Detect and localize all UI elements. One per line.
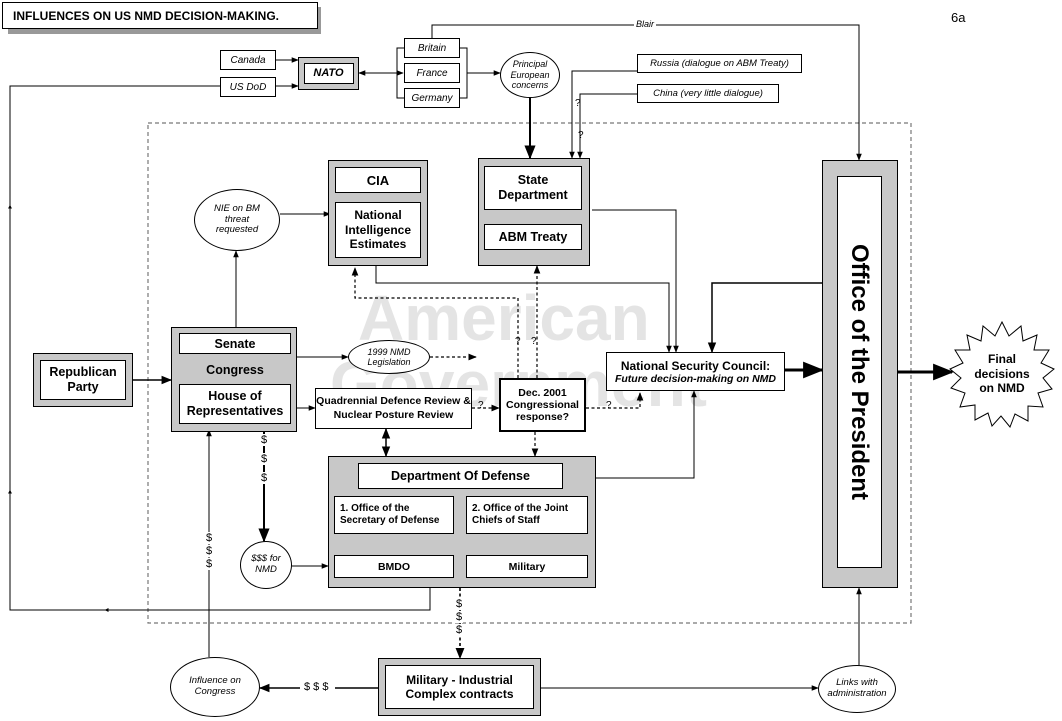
- office-president-label: Office of the President: [846, 243, 874, 501]
- principal-european-ellipse: Principal European concerns: [500, 52, 560, 98]
- house-box: House of Representatives: [179, 384, 291, 424]
- dollar-label-horizontal: $ $ $: [302, 681, 331, 693]
- military-box: Military: [466, 555, 588, 578]
- nato-box: NATO: [303, 63, 354, 84]
- question-mark-qdr: ?: [478, 400, 484, 411]
- final-decisions-starburst: [949, 320, 1055, 428]
- sss-for-nmd-ellipse: $$$ for NMD: [240, 541, 292, 589]
- question-mark-state: ?: [531, 336, 537, 347]
- dollar-label-6: $: [205, 558, 214, 570]
- question-mark-nie: ?: [515, 336, 521, 347]
- dec-2001-box: Dec. 2001 Congressional response?: [499, 378, 586, 432]
- dollar-label-7: $: [455, 598, 464, 610]
- republican-party-box: Republican Party: [40, 360, 126, 400]
- osd-box: 1. Office of the Secretary of Defense: [334, 496, 454, 534]
- influence-congress-ellipse: Influence on Congress: [170, 657, 260, 717]
- state-department-box: State Department: [484, 166, 582, 210]
- france-box: France: [404, 63, 460, 83]
- britain-box: Britain: [404, 38, 460, 58]
- senate-box: Senate: [179, 333, 291, 354]
- office-president-box: Office of the President: [837, 176, 882, 568]
- germany-box: Germany: [404, 88, 460, 108]
- dollar-label-3: $: [260, 472, 269, 484]
- abm-treaty-box: ABM Treaty: [484, 224, 582, 250]
- dod-box: Department Of Defense: [358, 463, 563, 489]
- congress-label: Congress: [206, 363, 264, 377]
- dollar-label-5: $: [205, 545, 214, 557]
- jcs-box: 2. Office of the Joint Chiefs of Staff: [466, 496, 588, 534]
- nsc-box: National Security Council: Future decisi…: [606, 352, 785, 391]
- dollar-label-4: $: [205, 532, 214, 544]
- nsc-subtitle: Future decision-making on NMD: [614, 372, 776, 385]
- dollar-label-2: $: [260, 453, 269, 465]
- watermark-line-1: American: [358, 282, 650, 354]
- blair-label: Blair: [634, 19, 657, 29]
- qdr-box: Quadrennial Defence Review & Nuclear Pos…: [315, 388, 472, 429]
- dollar-label-9: $: [455, 624, 464, 636]
- page-title: INFLUENCES ON US NMD DECISION-MAKING.: [2, 2, 318, 29]
- mic-box: Military - Industrial Complex contracts: [385, 665, 534, 709]
- question-mark-nsc: ?: [606, 400, 612, 411]
- question-mark-russia: ?: [575, 98, 581, 109]
- nsc-title: National Security Council:: [620, 358, 771, 373]
- russia-box: Russia (dialogue on ABM Treaty): [637, 54, 802, 73]
- final-decisions-label: Final decisions on NMD: [974, 352, 1030, 396]
- question-mark-china: ?: [578, 130, 584, 141]
- us-dod-box: US DoD: [220, 77, 276, 97]
- dollar-label-1: $: [260, 434, 269, 446]
- bmdo-box: BMDO: [334, 555, 454, 578]
- nato-panel: NATO: [298, 57, 359, 90]
- dollar-label-8: $: [455, 611, 464, 623]
- page-number: 6a: [951, 10, 966, 25]
- nmd-legislation-ellipse: 1999 NMD Legislation: [348, 340, 430, 374]
- canada-box: Canada: [220, 50, 276, 70]
- links-admin-ellipse: Links with administration: [818, 665, 896, 713]
- nie-box: National Intelligence Estimates: [335, 202, 421, 258]
- china-box: China (very little dialogue): [637, 84, 779, 103]
- nie-request-ellipse: NIE on BM threat requested: [194, 189, 280, 251]
- cia-box: CIA: [335, 167, 421, 193]
